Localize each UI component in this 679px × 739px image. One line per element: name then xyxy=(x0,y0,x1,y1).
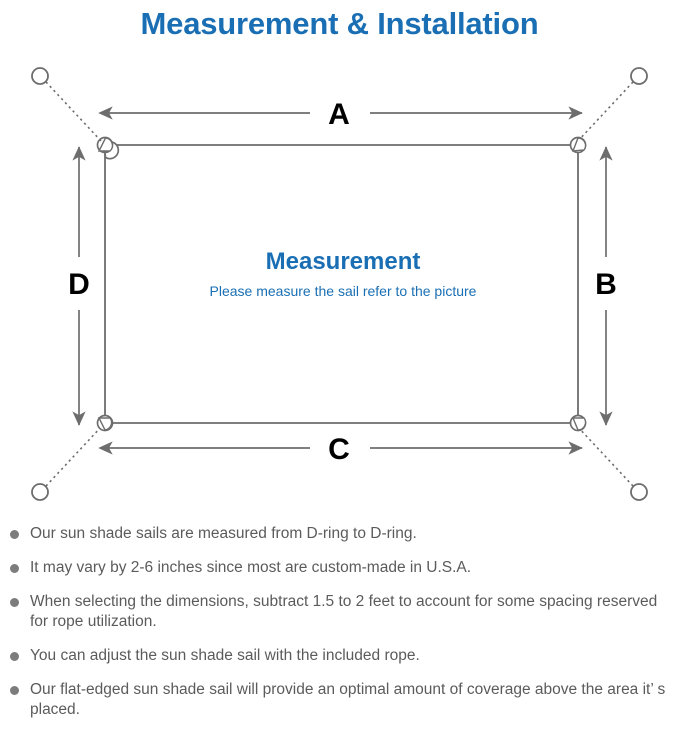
note-text: You can adjust the sun shade sail with t… xyxy=(30,647,420,664)
list-item: Our flat-edged sun shade sail will provi… xyxy=(0,680,679,720)
d-ring-bottom-left-tab xyxy=(97,417,113,431)
bullet-icon xyxy=(10,652,19,661)
dimension-label-b: B xyxy=(595,268,617,301)
rope-line-bottom-left xyxy=(45,425,103,487)
d-ring-top-left-tab xyxy=(97,137,114,152)
bullet-icon xyxy=(10,686,19,695)
bullet-icon xyxy=(10,530,19,539)
notes-list: Our sun shade sails are measured from D-… xyxy=(0,524,679,734)
dimension-label-a: A xyxy=(328,98,350,131)
diagram-center-heading: Measurement xyxy=(266,248,421,275)
dimension-label-c: C xyxy=(328,433,350,466)
note-text: It may vary by 2-6 inches since most are… xyxy=(30,559,472,576)
bullet-icon xyxy=(10,564,19,573)
measurement-diagram: A C D B Measurement Please measure the s… xyxy=(0,52,679,512)
anchor-top-right-icon xyxy=(630,67,648,85)
list-item: Our sun shade sails are measured from D-… xyxy=(0,524,679,544)
anchor-top-left-icon xyxy=(31,67,49,85)
d-rings-group xyxy=(96,136,587,432)
page-title: Measurement & Installation xyxy=(140,6,539,41)
sail-body xyxy=(104,144,579,424)
bullet-icon xyxy=(10,598,19,607)
rope-line-bottom-right xyxy=(576,425,634,487)
anchor-points-group xyxy=(31,67,648,501)
list-item: When selecting the dimensions, subtract … xyxy=(0,592,679,632)
rope-lines-group xyxy=(45,81,634,487)
note-text: Our flat-edged sun shade sail will provi… xyxy=(30,681,666,718)
anchor-bottom-left-icon xyxy=(31,483,49,501)
d-ring-bottom-right-tab xyxy=(571,417,587,431)
note-text: When selecting the dimensions, subtract … xyxy=(30,593,658,630)
note-text: Our sun shade sails are measured from D-… xyxy=(30,525,417,542)
diagram-canvas: A C D B Measurement Please measure the s… xyxy=(31,67,648,501)
dimension-label-d: D xyxy=(68,268,90,301)
list-item: You can adjust the sun shade sail with t… xyxy=(0,646,679,666)
anchor-bottom-right-icon xyxy=(630,483,648,501)
list-item: It may vary by 2-6 inches since most are… xyxy=(0,558,679,578)
diagram-center-subheading: Please measure the sail refer to the pic… xyxy=(210,283,477,299)
rope-line-top-right xyxy=(576,81,634,143)
rope-line-top-left xyxy=(45,81,103,143)
d-ring-top-right-tab xyxy=(571,137,587,152)
